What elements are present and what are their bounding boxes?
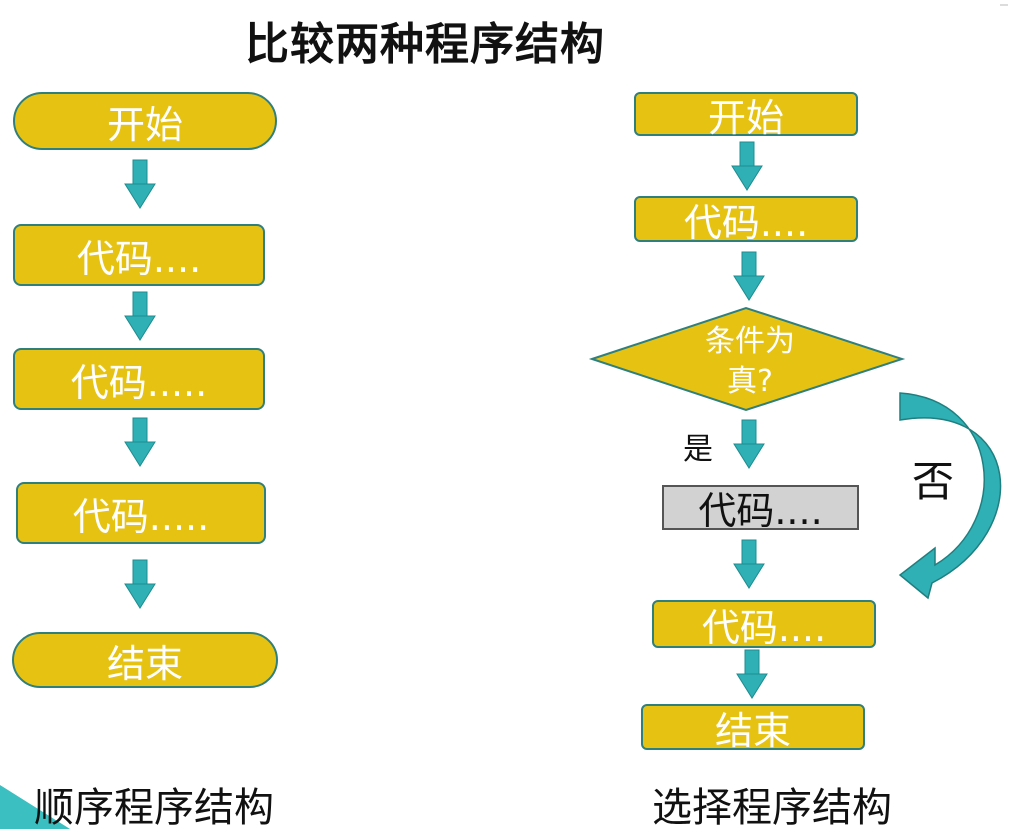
flow-arrow-icon bbox=[733, 539, 765, 589]
seq-caption: 顺序程序结构 bbox=[34, 785, 274, 831]
flow-arrow-icon bbox=[124, 417, 156, 467]
yes-label: 是 bbox=[683, 432, 713, 467]
flow-arrow-icon bbox=[736, 649, 768, 699]
sel-code-node-1: 代码.... bbox=[634, 196, 858, 245]
decision-diamond bbox=[588, 306, 906, 412]
flow-arrow-icon bbox=[733, 251, 765, 301]
sel-end-node: 结束 bbox=[641, 704, 865, 753]
sel-caption: 选择程序结构 bbox=[652, 785, 892, 831]
seq-start-node: 开始 bbox=[13, 92, 277, 150]
seq-code-node-2: 代码..... bbox=[13, 348, 265, 410]
flow-arrow-icon bbox=[124, 159, 156, 209]
flow-arrow-icon bbox=[124, 559, 156, 609]
corner-triangle bbox=[0, 785, 70, 829]
no-label: 否 bbox=[912, 457, 955, 506]
flow-arrow-icon bbox=[124, 291, 156, 341]
sel-code-node-2: 代码.... bbox=[652, 600, 876, 650]
sel-branch-code-node: 代码.... bbox=[662, 485, 859, 533]
seq-code-node-1: 代码.... bbox=[13, 224, 265, 286]
curved-no-arrow-icon bbox=[898, 392, 1002, 600]
flow-arrow-icon bbox=[733, 419, 765, 469]
page-title: 比较两种程序结构 bbox=[245, 19, 605, 70]
flow-arrow-icon bbox=[731, 141, 763, 191]
decision-label: 条件为真? bbox=[705, 324, 795, 399]
corner-mark bbox=[1000, 4, 1008, 6]
sel-start-node: 开始 bbox=[634, 92, 858, 140]
seq-end-node: 结束 bbox=[12, 632, 278, 688]
seq-code-node-3: 代码..... bbox=[16, 482, 266, 544]
